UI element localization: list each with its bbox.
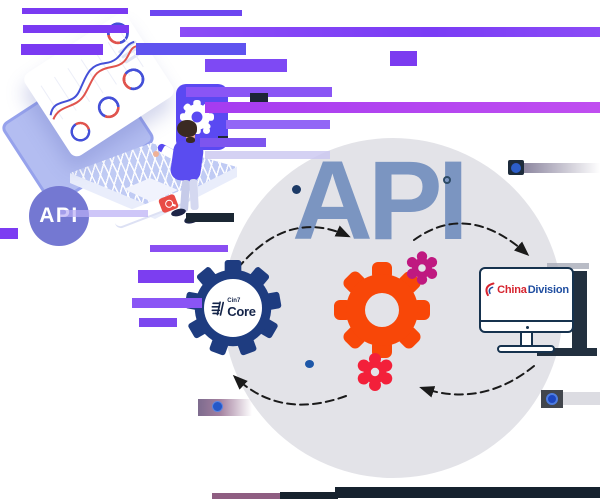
magnifier-icon [163, 198, 174, 209]
gear-icon-orange-large [334, 262, 430, 358]
gear-icon-red-small [357, 353, 393, 391]
camera-dot [525, 326, 529, 329]
api-badge-label: API [39, 204, 79, 227]
glitch-streak [23, 25, 129, 33]
dot-accent [292, 185, 301, 194]
glitch-streak [226, 120, 330, 129]
glitch-streak [186, 213, 234, 222]
monitor-chin [481, 320, 572, 331]
glitch-bar [335, 487, 600, 498]
glitch-streak [150, 245, 228, 252]
glitch-streak [139, 318, 177, 327]
glitch-streak [390, 51, 417, 66]
white-dot [203, 127, 210, 134]
glitch-streak [250, 93, 268, 102]
glitch-streak [200, 138, 266, 147]
cin7-brand-small: Cin7 [227, 298, 241, 304]
glitch-streak [205, 59, 287, 72]
glitch-streak [150, 10, 242, 16]
glitch-streak [21, 44, 103, 55]
person-leg [189, 178, 199, 211]
dot-accent [305, 360, 314, 368]
marker-dot [546, 393, 558, 405]
person-hair [177, 120, 197, 137]
gear-icon-magenta-small [406, 251, 438, 285]
line-chart-icon [40, 33, 144, 120]
glitch-streak [22, 8, 128, 14]
donut-chart-icon [66, 117, 95, 146]
cin7-logo: Cin7 Core [204, 279, 262, 337]
glitch-streak [205, 151, 330, 159]
person-beard [186, 137, 195, 143]
analytics-dashboard [21, 10, 177, 160]
glitch-streak [186, 87, 332, 97]
monitor-shadow-bottom [537, 348, 597, 356]
monitor-glitch-top [547, 263, 589, 269]
glitch-bar [280, 492, 338, 499]
marker-dot [511, 163, 521, 173]
glitch-bar [212, 493, 280, 499]
glitch-streak [563, 392, 600, 405]
chinadivision-name-first: China [497, 283, 527, 296]
glitch-streak [524, 163, 600, 173]
dot-outline [443, 176, 451, 184]
chinadivision-name-second: Division [527, 283, 569, 296]
chinadivision-swoosh-icon [485, 282, 495, 297]
glitch-streak [0, 228, 18, 239]
cin7-brand-main: Core [227, 304, 256, 319]
glitch-streak [198, 399, 252, 416]
glitch-streak [180, 27, 600, 37]
monitor-shadow-right [572, 271, 587, 350]
marker-dot [212, 401, 223, 412]
glitch-streak [136, 43, 246, 55]
glitch-streak [205, 102, 600, 113]
glitch-streak [132, 298, 202, 308]
api-watermark: API [292, 138, 469, 263]
monitor-base [497, 345, 555, 353]
glitch-streak [138, 270, 194, 283]
person-hand [153, 151, 159, 157]
cin7-logo-icon [211, 301, 225, 316]
glitch-streak [60, 210, 148, 217]
